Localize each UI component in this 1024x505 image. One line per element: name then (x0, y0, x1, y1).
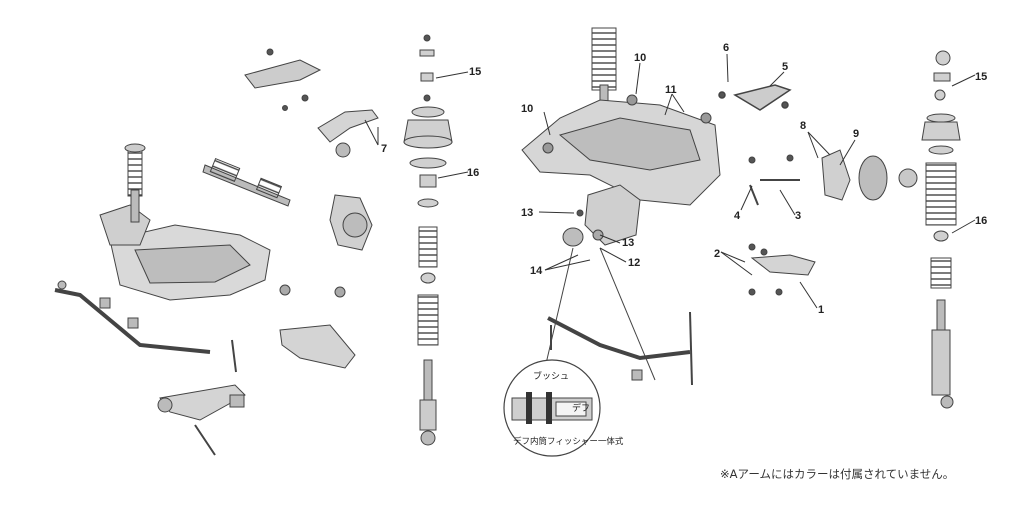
part-number-13-right: 13 (622, 237, 634, 249)
part-number-10-top: 10 (634, 52, 646, 64)
part-number-13-left: 13 (521, 207, 533, 219)
front-upper-arm (317, 109, 379, 158)
rear-coilover-stack (921, 50, 961, 409)
part-number-5: 5 (782, 61, 788, 73)
leader-lines (364, 53, 976, 309)
front-upper-arm-exploded (244, 48, 322, 111)
part-number-14: 14 (530, 265, 543, 277)
front-subframe (99, 204, 271, 301)
rear-stabilizer-bar (547, 311, 693, 386)
part-number-9: 9 (853, 128, 859, 140)
rear-subframe (521, 94, 721, 206)
rear-knuckle (748, 149, 918, 201)
part-number-12: 12 (628, 257, 640, 269)
part-number-7: 7 (381, 143, 387, 155)
front-knuckle (329, 194, 373, 251)
front-coilover-stack (403, 34, 453, 446)
part-number-11: 11 (665, 84, 677, 96)
footnote: ※Aアームにはカラーは付属されていません。 (720, 467, 955, 481)
part-number-labels: 15 16 7 10 11 10 6 5 15 8 9 13 13 12 14 … (381, 42, 987, 316)
part-number-1: 1 (818, 304, 824, 316)
rear-upper-link-6-5 (718, 84, 792, 111)
rear-differential (562, 184, 641, 247)
part-number-15-rear: 15 (975, 71, 987, 83)
part-number-3: 3 (795, 210, 801, 222)
front-tension-rod (157, 384, 246, 456)
part-number-16-rear: 16 (975, 215, 987, 227)
front-lower-arm (279, 284, 356, 369)
part-number-4: 4 (734, 210, 741, 222)
part-number-6: 6 (723, 42, 729, 54)
front-strut-assembly (124, 143, 146, 223)
part-number-8: 8 (800, 120, 806, 132)
part-number-10-left: 10 (521, 103, 533, 115)
inset-caption: デフ内筒フィッシャー一体式 (513, 436, 624, 446)
rear-toe-links-4-3 (749, 179, 800, 206)
rear-lower-arm (748, 243, 816, 296)
part-number-16-front: 16 (467, 167, 479, 179)
part-number-2: 2 (714, 248, 720, 260)
front-stabilizer-bar (54, 280, 237, 373)
inset-label-diff: デフ (572, 402, 590, 413)
inset-label-bush: ブッシュ (533, 370, 569, 381)
part-number-15-front: 15 (469, 66, 481, 78)
front-driveshaft (202, 157, 291, 207)
diff-bush-inset: ブッシュ デフ デフ内筒フィッシャー一体式 (503, 247, 656, 457)
